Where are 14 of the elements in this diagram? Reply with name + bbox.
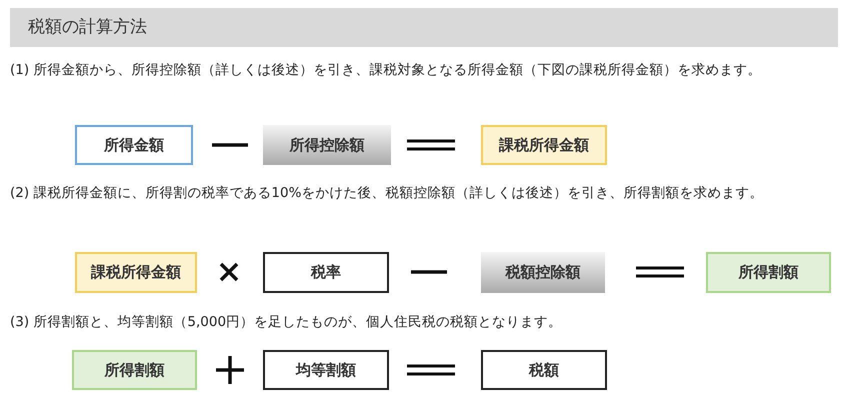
term-box: 均等割額	[263, 350, 389, 390]
heading: 税額の計算方法	[10, 8, 838, 47]
step-text: (2) 課税所得金額に、所得割の税率である10%をかけた後、税額控除額（詳しくは後述）を引き、所得割額を求めます。	[10, 184, 764, 203]
term-box: 税額	[481, 350, 607, 390]
term-box: 所得控除額	[263, 125, 391, 165]
term-box: 所得金額	[75, 125, 193, 165]
term-box: 税額控除額	[481, 252, 605, 293]
term-box: 所得割額	[72, 350, 197, 390]
term-box: 課税所得金額	[481, 125, 607, 165]
term-box: 税率	[263, 252, 389, 293]
term-box: 所得割額	[706, 252, 831, 293]
step-text: (1) 所得金額から、所得控除額（詳しくは後述）を引き、課税対象となる所得金額（下図の課税所得金額）を求めます。	[10, 61, 762, 80]
term-box: 課税所得金額	[75, 252, 197, 293]
step-text: (3) 所得割額と、均等割額（5,000円）を足したものが、個人住民税の税額となります。	[10, 313, 564, 332]
